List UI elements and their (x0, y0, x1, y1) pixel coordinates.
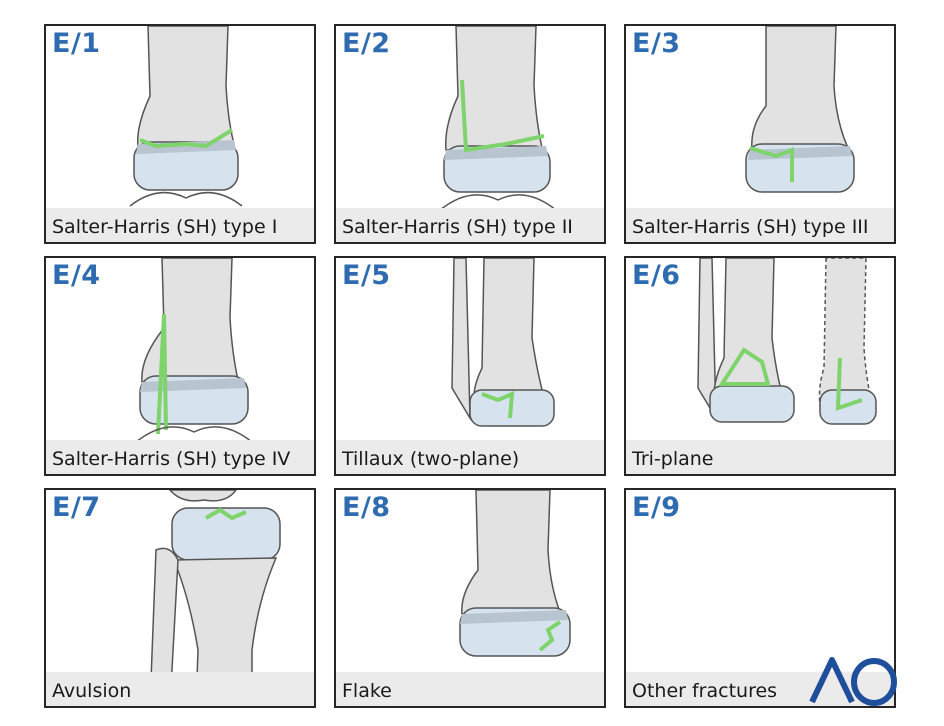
label-bar (626, 440, 894, 474)
panel-code: E/5 (342, 260, 391, 291)
label-bar (336, 440, 604, 474)
ao-logo (809, 657, 897, 706)
panel-code: E/8 (342, 492, 391, 523)
panel-code: E/7 (52, 492, 101, 523)
panel-label: Avulsion (52, 680, 132, 702)
illustration-sh-type-2 (439, 26, 557, 211)
panel-e5[interactable]: E/5 Tillaux (two-plane) (334, 256, 606, 476)
panel-e9[interactable]: E/9 Other fractures (624, 488, 896, 708)
label-bar (626, 208, 894, 242)
illustration-flake (459, 490, 571, 657)
fracture-classification-grid: E/1 Salter-Harris (SH) type I E/2 Salter… (44, 24, 920, 708)
panel-code: E/2 (342, 28, 391, 59)
illustration-tillaux (451, 258, 555, 427)
illustration-sh-type-4 (135, 258, 253, 443)
panel-label: Tillaux (two-plane) (342, 448, 520, 470)
panel-label: Salter-Harris (SH) type III (632, 216, 869, 238)
panel-label: Salter-Harris (SH) type II (342, 216, 573, 238)
panel-e7[interactable]: E/7 Avulsion (44, 488, 316, 708)
panel-label: Salter-Harris (SH) type I (52, 216, 278, 238)
illustration-avulsion (149, 490, 281, 706)
illustration-sh-type-3 (745, 26, 855, 193)
illustration-tri-plane (697, 258, 877, 425)
panel-code: E/6 (632, 260, 681, 291)
panel-code: E/4 (52, 260, 101, 291)
panel-e3[interactable]: E/3 Salter-Harris (SH) type III (624, 24, 896, 244)
panel-e4[interactable]: E/4 Salter-Harris (SH) type IV (44, 256, 316, 476)
panel-label: Salter-Harris (SH) type IV (52, 448, 291, 470)
panel-code: E/9 (632, 492, 681, 523)
label-bar (46, 208, 314, 242)
panel-label: Flake (342, 680, 392, 702)
panel-code: E/1 (52, 28, 101, 59)
panel-label: Other fractures (632, 680, 778, 702)
panel-code: E/3 (632, 28, 681, 59)
panel-e8[interactable]: E/8 Flake (334, 488, 606, 708)
panel-e1[interactable]: E/1 Salter-Harris (SH) type I (44, 24, 316, 244)
panel-e6[interactable]: E/6 Tri-plane (624, 256, 896, 476)
label-bar (46, 672, 314, 706)
label-bar (46, 440, 314, 474)
label-bar (336, 672, 604, 706)
label-bar (336, 208, 604, 242)
panel-label: Tri-plane (632, 448, 714, 470)
illustration-sh-type-1 (129, 26, 243, 207)
panel-e2[interactable]: E/2 Salter-Harris (SH) type II (334, 24, 606, 244)
